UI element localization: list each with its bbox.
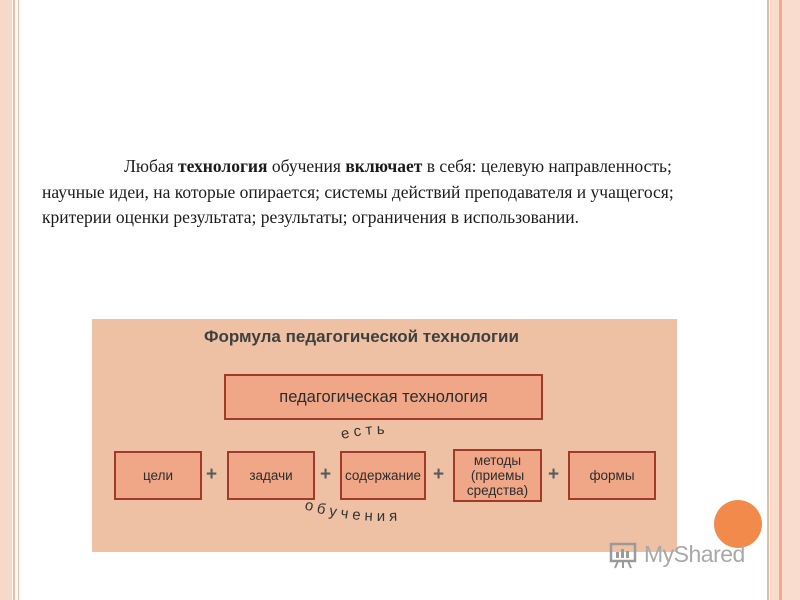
component-label: содержание [344,468,422,483]
est-label-path: е с т ь [339,421,385,443]
plus-sign: + [206,464,218,485]
component-label: формы [589,468,635,483]
right-frame-line [779,0,782,600]
paragraph-text: в себя: целевую направленность; научные … [42,156,674,227]
intro-paragraph: Любая технология обучения включает в себ… [42,154,682,231]
myshared-logo-icon [609,542,637,569]
main-box-label: педагогическая технология [279,387,488,406]
diagram-title: Формула педагогической технологии [204,327,519,346]
right-frame-band [770,0,800,600]
plus-sign: + [548,464,560,485]
left-frame-band [0,0,12,600]
watermark: MyShared [608,534,768,574]
accent-circle [714,500,762,548]
component-label: цели [142,468,174,483]
paragraph-bold-term: включает [345,156,423,176]
obucheniya-label: о б у ч е н и я [303,497,398,525]
component-box-content: содержание [340,451,426,500]
left-frame-line [13,0,15,600]
right-frame-line [767,0,769,600]
paragraph-text: обучения [271,156,341,176]
formula-diagram: Формула педагогической технологии педаго… [92,319,677,552]
component-box-forms: формы [568,451,656,500]
watermark-text: MyShared [644,540,745,567]
plus-sign: + [320,464,332,485]
plus-sign: + [433,464,445,485]
curved-labels: е с т ь о б у ч е н и я [303,421,398,525]
paragraph-text: Любая [124,156,174,176]
component-box-tasks: задачи [227,451,315,500]
main-box: педагогическая технология [224,374,543,420]
paragraph-bold-term: технология [178,156,268,176]
est-label: е с т ь [339,421,385,443]
component-label: методы (приемы средства) [466,453,529,498]
component-box-methods: методы (приемы средства) [453,449,542,502]
component-label: задачи [249,468,293,483]
component-box-goals: цели [114,451,202,500]
left-frame-line [18,0,19,600]
obucheniya-label-path: о б у ч е н и я [303,497,398,525]
